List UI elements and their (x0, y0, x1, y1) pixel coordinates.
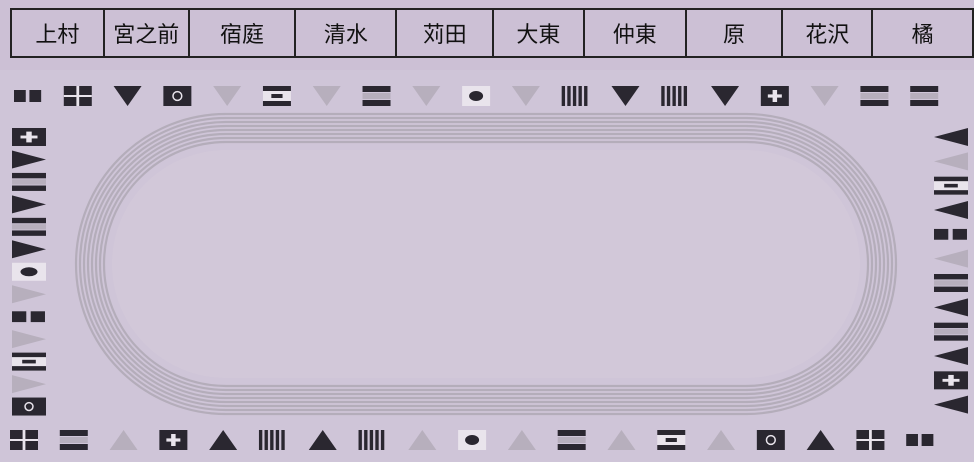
pennant-down-light-icon (511, 86, 540, 106)
pennant-up-light-icon (707, 430, 736, 450)
pennant-left-light-icon (934, 152, 968, 171)
name-cell: 宿庭 (190, 10, 297, 56)
race-track-illustration (0, 70, 974, 462)
flag-cross-icon (934, 371, 968, 390)
oval-track (74, 112, 898, 416)
pennant-left-icon (934, 128, 968, 146)
track-lane (94, 132, 878, 396)
flag-row-top (14, 86, 939, 106)
flag-vertical-bars-icon (661, 86, 688, 106)
name-cell: 宮之前 (105, 10, 190, 56)
pennant-down-light-icon (810, 86, 839, 106)
flag-dot-icon (462, 86, 491, 106)
flag-cross-icon (12, 128, 46, 146)
pennant-down-icon (611, 86, 640, 106)
flag-square-pair-icon (934, 228, 967, 240)
pennant-down-icon (711, 86, 740, 106)
pennant-up-light-icon (607, 430, 636, 450)
flag-cross-icon (760, 86, 789, 106)
infield (112, 150, 860, 378)
flag-stripes-icon (910, 86, 939, 106)
flag-vertical-bars-icon (258, 430, 285, 450)
flag-stripes-icon (59, 430, 88, 450)
flag-quad-icon (63, 86, 92, 106)
flag-stripes-icon (934, 322, 968, 341)
name-cell: 花沢 (783, 10, 874, 56)
flag-square-pair-icon (906, 434, 934, 446)
flag-stripes-icon (12, 217, 46, 236)
flag-dot-icon (458, 430, 487, 450)
flag-column-left (12, 128, 46, 416)
track-lane (86, 124, 886, 404)
flag-column-right (934, 128, 968, 414)
pennant-down-light-icon (312, 86, 341, 106)
flag-stripes-icon (12, 172, 46, 191)
pennant-left-icon (934, 395, 968, 414)
flag-cross-bar-icon (12, 352, 46, 371)
pennant-left-icon (934, 298, 968, 317)
pennant-right-icon (12, 240, 46, 259)
flag-quad-icon (10, 430, 38, 450)
pennant-up-light-icon (109, 430, 138, 450)
flag-cross-bar-icon (934, 176, 968, 195)
name-table: 上村 宮之前 宿庭 清水 苅田 大東 仲東 原 花沢 橘 (10, 8, 974, 58)
name-cell: 大東 (494, 10, 585, 56)
flag-stripes-icon (557, 430, 586, 450)
pennant-left-icon (934, 347, 968, 365)
pennant-right-icon (12, 150, 46, 169)
pennant-left-icon (934, 201, 968, 219)
pennant-right-light-icon (12, 285, 46, 304)
name-cell: 原 (687, 10, 784, 56)
flag-cross-bar-icon (262, 86, 291, 106)
flag-cross-bar-icon (657, 430, 686, 450)
pennant-up-light-icon (408, 430, 437, 450)
flag-stripes-icon (934, 274, 968, 292)
flag-square-pair-icon (14, 90, 42, 102)
name-cell: 苅田 (397, 10, 495, 56)
flag-square-pair-icon (12, 311, 45, 323)
flag-row-bottom (10, 430, 934, 450)
pennant-up-icon (209, 430, 238, 450)
pennant-up-icon (806, 430, 835, 450)
pennant-down-light-icon (412, 86, 441, 106)
flag-dot-icon (12, 262, 46, 281)
name-cell: 上村 (12, 10, 105, 56)
track-lane (98, 136, 874, 392)
flag-quad-icon (856, 430, 885, 450)
pennant-right-light-icon (12, 330, 46, 349)
pennant-up-light-icon (507, 430, 536, 450)
track-lane (90, 128, 882, 400)
track-lane (82, 120, 890, 408)
race-track-scene (0, 70, 974, 462)
pennant-left-light-icon (934, 249, 968, 268)
flag-emblem-icon (12, 397, 46, 416)
flag-emblem-icon (163, 86, 192, 106)
track-lane (102, 140, 870, 388)
pennant-right-light-icon (12, 375, 46, 394)
flag-vertical-bars-icon (358, 430, 385, 450)
pennant-down-icon (113, 86, 142, 106)
flag-cross-icon (159, 430, 188, 450)
pennant-down-light-icon (213, 86, 242, 106)
name-cell: 橘 (873, 10, 974, 56)
pennant-up-icon (308, 430, 337, 450)
name-cell: 仲東 (585, 10, 687, 56)
flag-stripes-icon (860, 86, 889, 106)
flag-vertical-bars-icon (561, 86, 588, 106)
name-cell: 清水 (296, 10, 398, 56)
pennant-right-icon (12, 195, 46, 214)
flag-emblem-icon (756, 430, 785, 450)
flag-stripes-icon (362, 86, 391, 106)
track-lane (78, 116, 894, 412)
track-lane (74, 112, 898, 416)
